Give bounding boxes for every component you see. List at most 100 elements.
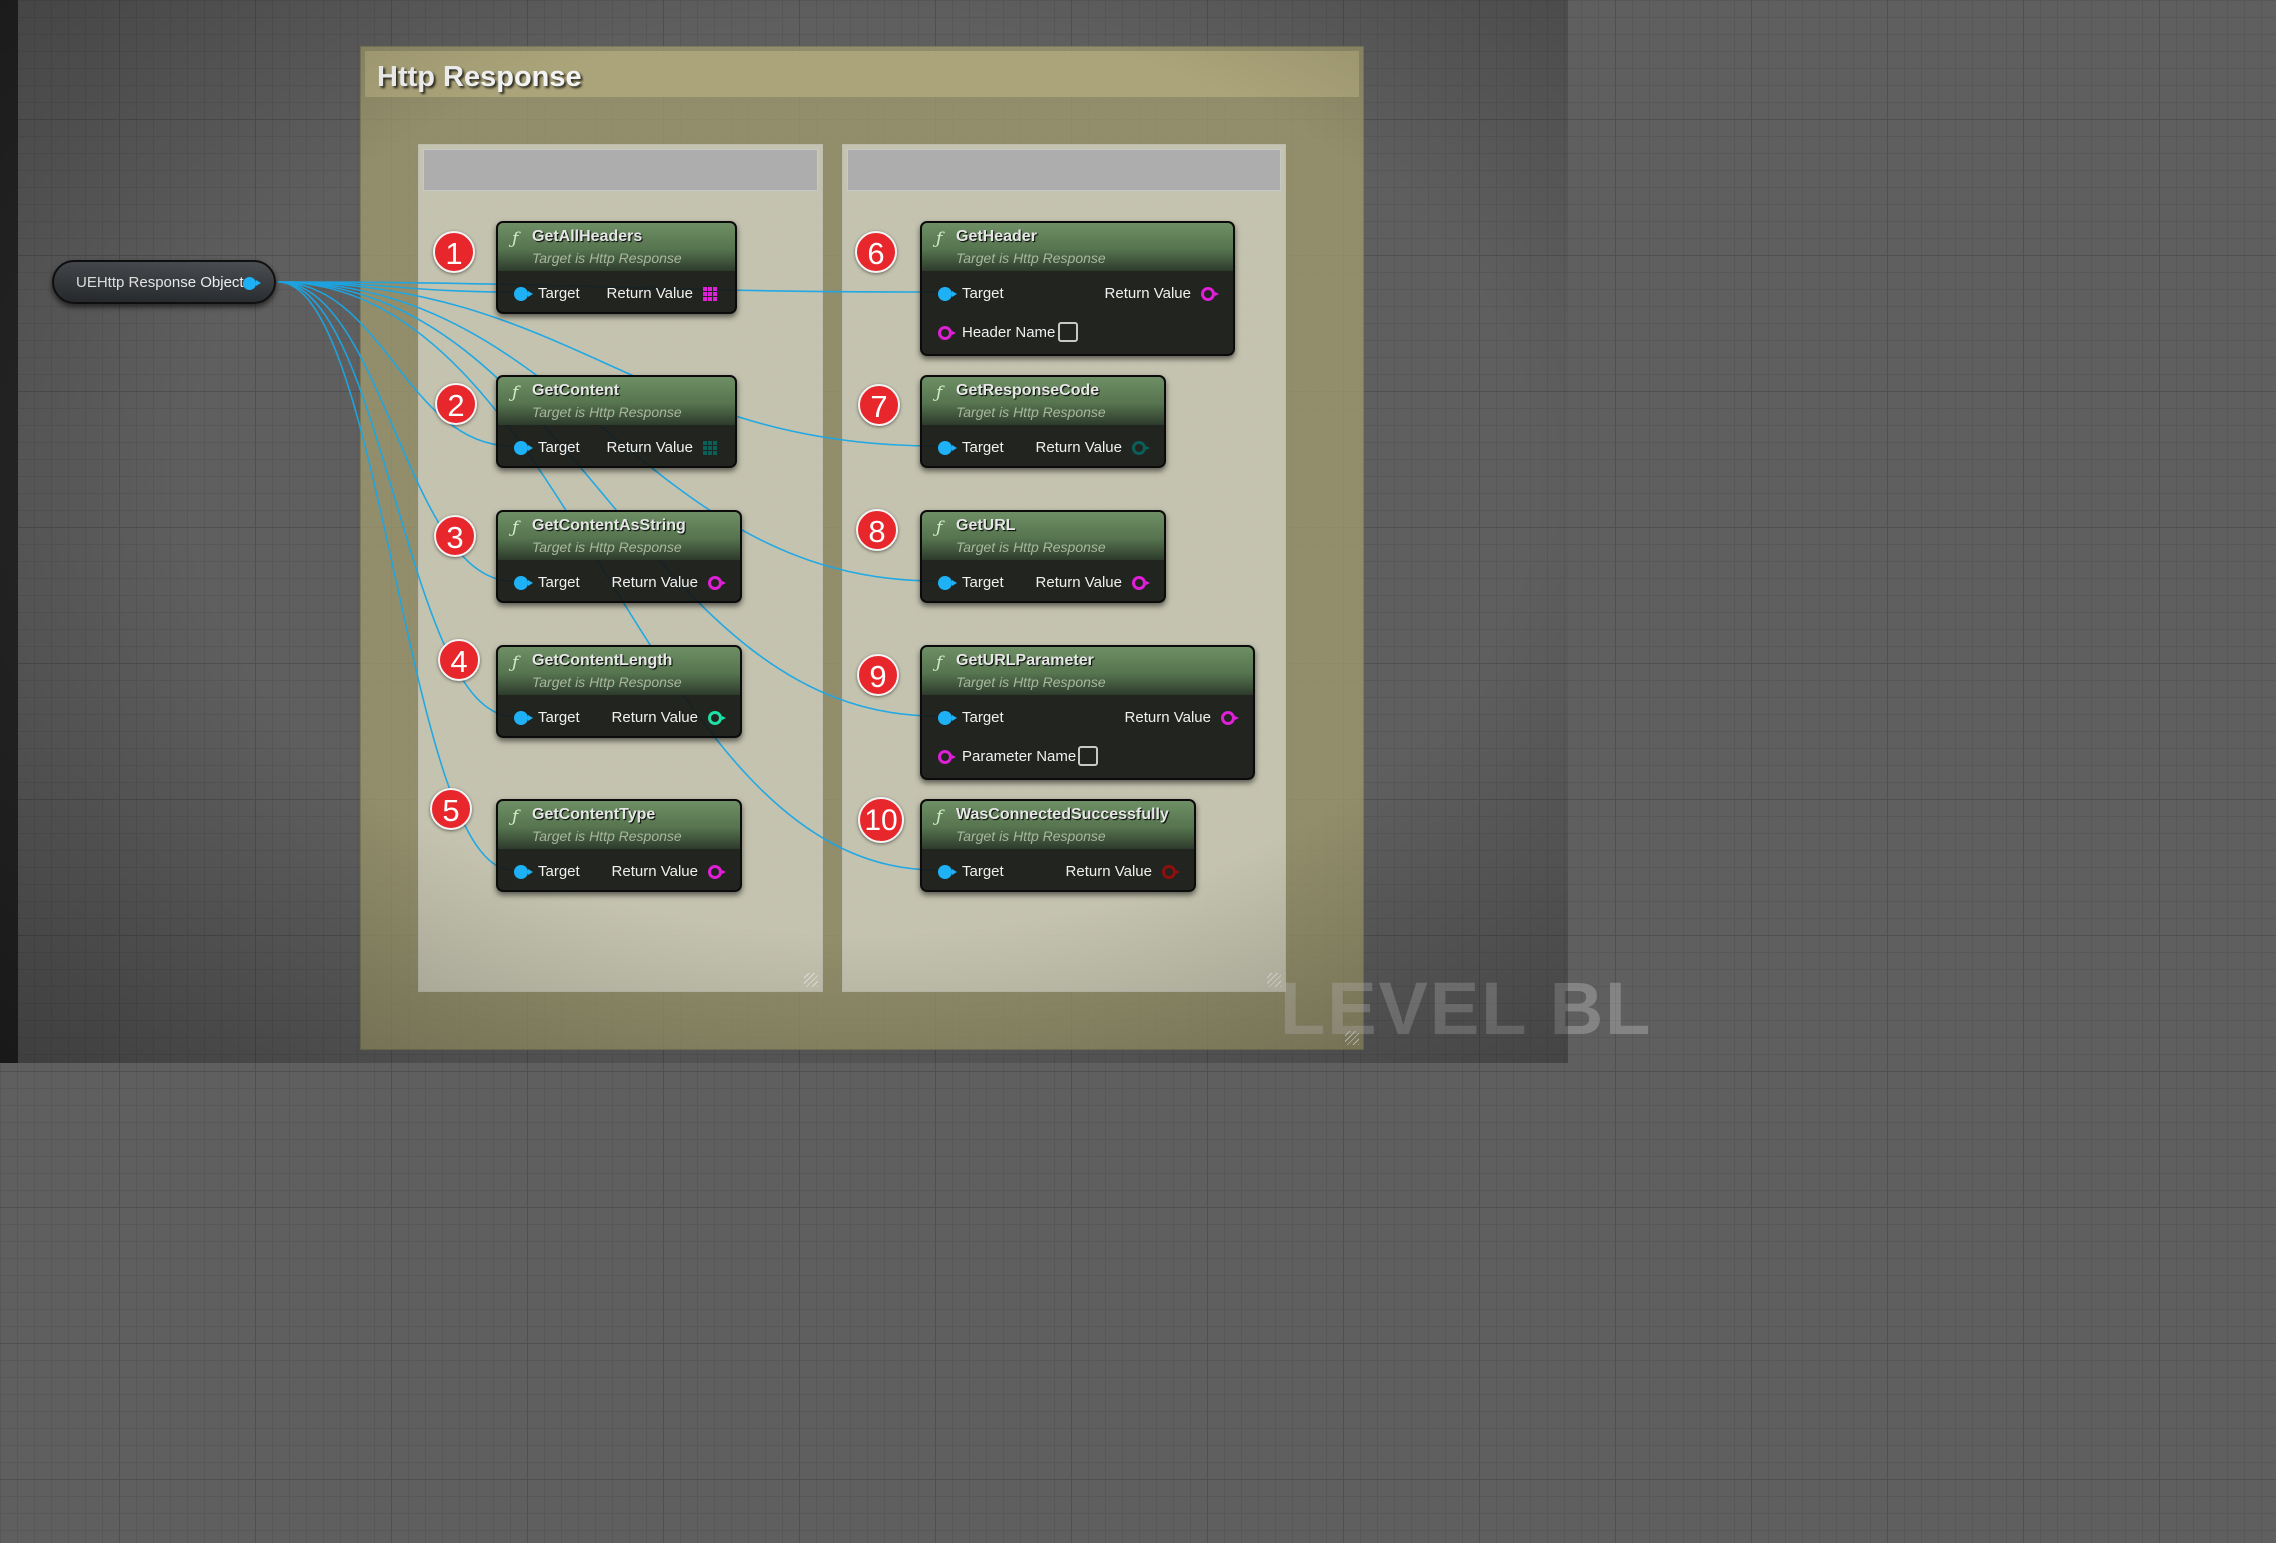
string-input-pin-icon[interactable] bbox=[938, 750, 956, 764]
function-icon: ƒ bbox=[512, 229, 519, 249]
string-pin-icon[interactable] bbox=[708, 576, 726, 590]
return-value-pin-label: Return Value bbox=[611, 709, 698, 726]
target-pin-label: Target bbox=[538, 439, 580, 456]
function-icon: ƒ bbox=[936, 518, 943, 538]
target-input-pin-icon[interactable] bbox=[938, 287, 957, 301]
node-subtitle: Target is Http Response bbox=[956, 539, 1106, 555]
wire-target-3[interactable] bbox=[277, 281, 513, 582]
byte-pin-icon[interactable] bbox=[1132, 441, 1150, 455]
step-number-badge: 5 bbox=[430, 788, 472, 830]
step-number-badge: 7 bbox=[858, 384, 900, 426]
target-input-pin-icon[interactable] bbox=[938, 711, 957, 725]
step-number-badge: 8 bbox=[856, 509, 898, 551]
target-pin-label: Target bbox=[962, 439, 1004, 456]
target-input-pin-icon[interactable] bbox=[938, 441, 957, 455]
wire-target-2[interactable] bbox=[277, 281, 513, 447]
target-input-pin-icon[interactable] bbox=[514, 287, 533, 301]
target-input-pin-icon[interactable] bbox=[938, 576, 957, 590]
target-pin-label: Target bbox=[962, 863, 1004, 880]
pin-row-target: Target Return Value bbox=[498, 437, 735, 459]
wire-target-7[interactable] bbox=[277, 281, 937, 447]
comment-header[interactable]: Http Response bbox=[365, 51, 1359, 97]
string-array-pin-icon[interactable] bbox=[703, 287, 717, 301]
return-value-pin-label: Return Value bbox=[611, 574, 698, 591]
return-value-pin-label: Return Value bbox=[1104, 285, 1191, 302]
return-value-pin-label: Return Value bbox=[606, 285, 693, 302]
pin-row-parameter: Header Name bbox=[922, 322, 1233, 344]
return-value-pin-label: Return Value bbox=[1124, 709, 1211, 726]
step-number-badge: 1 bbox=[433, 231, 475, 273]
string-input-pin-icon[interactable] bbox=[938, 326, 956, 340]
boolean-pin-icon[interactable] bbox=[1162, 865, 1180, 879]
inner-comment-header-right[interactable] bbox=[847, 149, 1281, 191]
variable-node-http-response-object[interactable]: UEHttp Response Object bbox=[52, 260, 276, 304]
return-value-pin-label: Return Value bbox=[606, 439, 693, 456]
wire-target-5[interactable] bbox=[277, 281, 513, 871]
step-number-badge: 9 bbox=[857, 654, 899, 696]
function-icon: ƒ bbox=[936, 653, 943, 673]
parameter-pin-label: Parameter Name bbox=[962, 748, 1077, 765]
string-value-input[interactable] bbox=[1078, 746, 1098, 766]
object-output-pin-icon[interactable] bbox=[243, 277, 261, 290]
parameter-pin-label: Header Name bbox=[962, 324, 1056, 341]
string-value-input[interactable] bbox=[1058, 322, 1078, 342]
string-pin-icon[interactable] bbox=[1221, 711, 1239, 725]
node-title: GetURL bbox=[956, 517, 1016, 534]
return-value-pin-label: Return Value bbox=[611, 863, 698, 880]
node-subtitle: Target is Http Response bbox=[956, 250, 1106, 266]
string-pin-icon[interactable] bbox=[1132, 576, 1150, 590]
return-value-pin-label: Return Value bbox=[1035, 574, 1122, 591]
target-input-pin-icon[interactable] bbox=[514, 711, 533, 725]
node-header[interactable]: ƒ GetURL Target is Http Response bbox=[922, 512, 1164, 560]
target-input-pin-icon[interactable] bbox=[514, 441, 533, 455]
target-input-pin-icon[interactable] bbox=[514, 576, 533, 590]
node-subtitle: Target is Http Response bbox=[956, 828, 1106, 844]
node-subtitle: Target is Http Response bbox=[532, 674, 682, 690]
comment-resize-grip-icon[interactable] bbox=[1345, 1031, 1359, 1045]
node-title: GetContentLength bbox=[532, 652, 673, 669]
node-title: GetContentAsString bbox=[532, 517, 686, 534]
node-title: GetResponseCode bbox=[956, 382, 1100, 399]
step-number-badge: 2 bbox=[435, 383, 477, 425]
inner-right-resize-grip-icon[interactable] bbox=[1267, 973, 1281, 987]
inner-left-resize-grip-icon[interactable] bbox=[804, 973, 818, 987]
wire-target-4[interactable] bbox=[277, 281, 513, 717]
string-pin-icon[interactable] bbox=[1201, 287, 1219, 301]
integer-pin-icon[interactable] bbox=[708, 711, 726, 725]
target-pin-label: Target bbox=[538, 863, 580, 880]
wire-target-9[interactable] bbox=[277, 281, 937, 717]
watermark-logo: LEVEL BL bbox=[1280, 967, 1653, 1050]
node-title: GetURLParameter bbox=[956, 652, 1094, 669]
function-icon: ƒ bbox=[512, 518, 519, 538]
inner-comment-header-left[interactable] bbox=[423, 149, 818, 191]
step-number-badge: 6 bbox=[855, 231, 897, 273]
target-input-pin-icon[interactable] bbox=[514, 865, 533, 879]
string-pin-icon[interactable] bbox=[708, 865, 726, 879]
target-input-pin-icon[interactable] bbox=[938, 865, 957, 879]
byte-array-pin-icon[interactable] bbox=[703, 441, 717, 455]
